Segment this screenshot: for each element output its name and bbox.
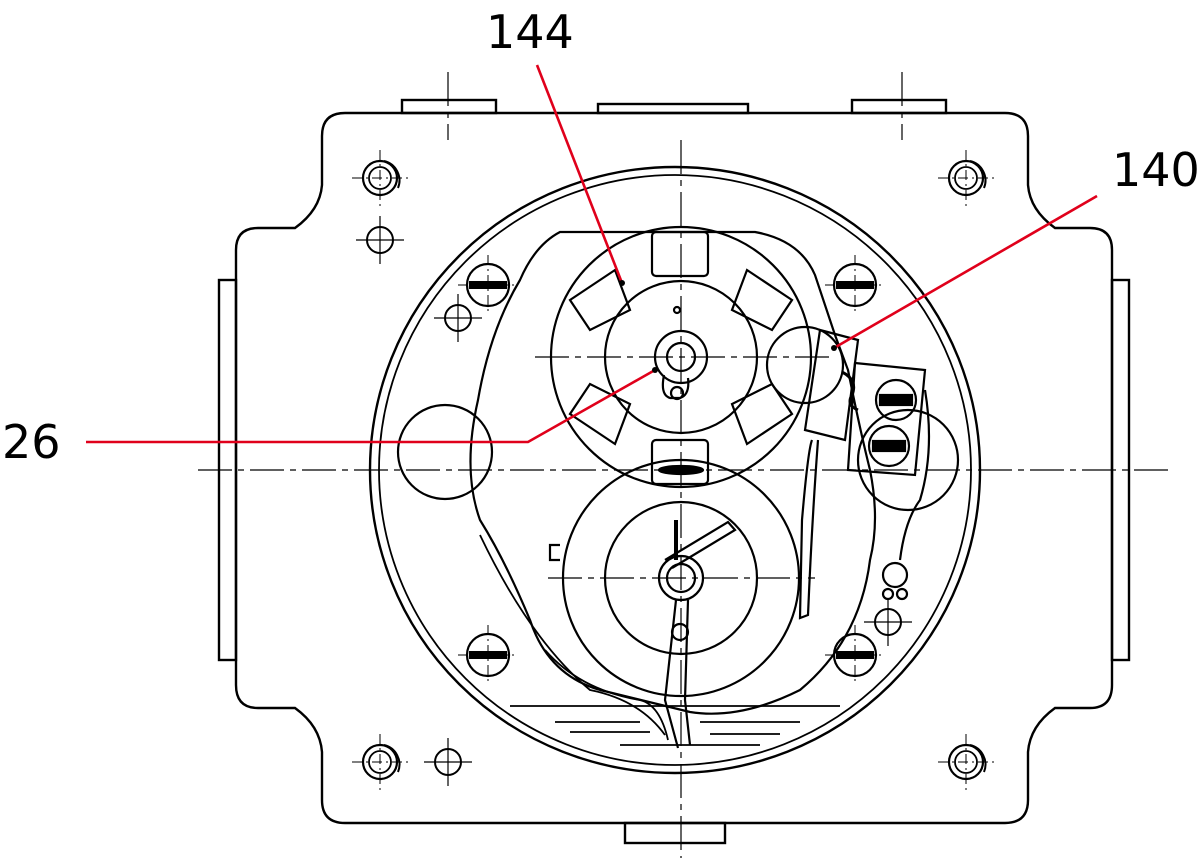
callout-26: 26 <box>2 415 61 469</box>
small-holes <box>355 215 913 787</box>
leader-140 <box>833 194 1098 350</box>
slotted-cam-disk <box>549 225 813 489</box>
leader-lines <box>86 64 1098 444</box>
leader-144 <box>535 64 624 284</box>
side-holes <box>396 325 960 512</box>
spring-drum <box>548 458 801 749</box>
leader-dots <box>619 280 837 373</box>
leader-26 <box>86 368 656 444</box>
cover-plate <box>368 165 982 775</box>
centerlines <box>198 72 1168 858</box>
callout-144: 144 <box>486 5 574 59</box>
switch-assembly <box>798 328 931 620</box>
callout-140: 140 <box>1112 143 1200 197</box>
bottom-details <box>479 534 840 746</box>
